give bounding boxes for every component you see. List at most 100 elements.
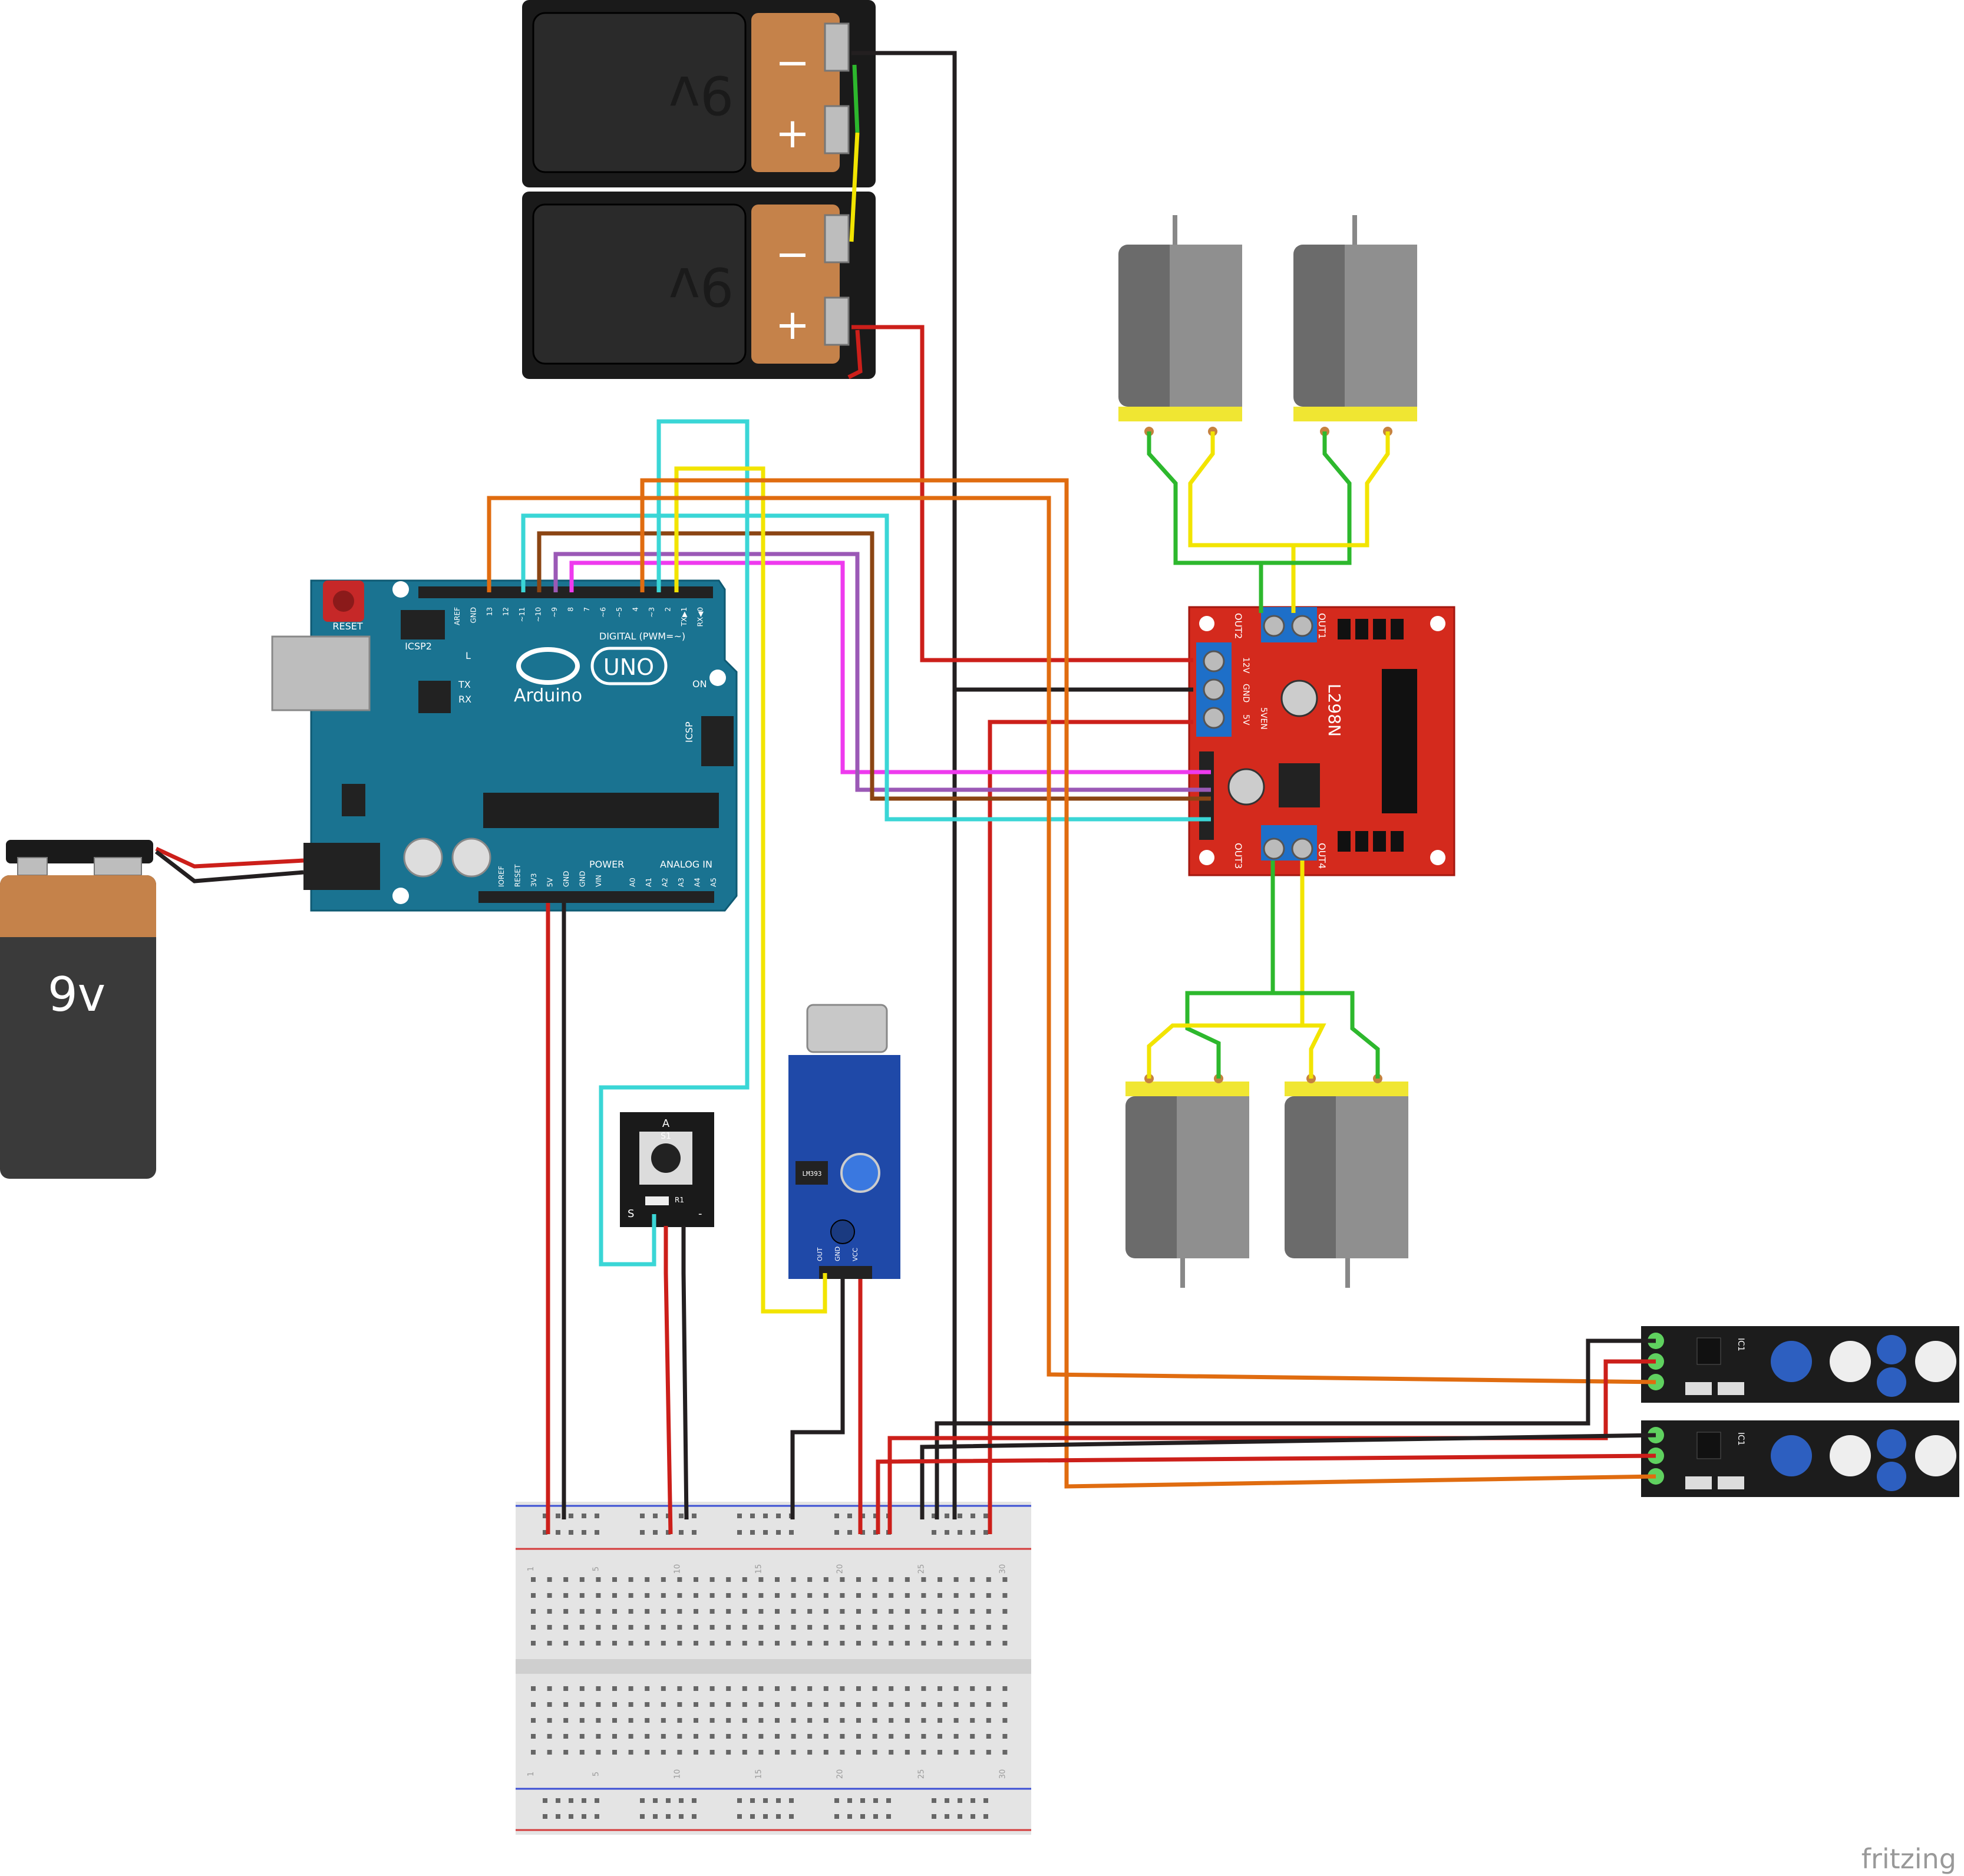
breadboard-hole — [750, 1814, 755, 1819]
breadboard-hole — [758, 1686, 764, 1691]
breadboard-hole — [677, 1641, 682, 1646]
breadboard-hole — [932, 1814, 936, 1819]
breadboard-col-number: 15 — [754, 1564, 763, 1574]
breadboard-hole — [531, 1718, 536, 1723]
wire-motor-tr-yellow — [1293, 431, 1390, 548]
breadboard-col-number: 10 — [673, 1564, 682, 1574]
wire-yellow-sound — [674, 466, 827, 1314]
arduino-pin-label: ~5 — [615, 607, 623, 618]
arduino-pin-label: ~3 — [648, 607, 656, 618]
wire-battery-series — [849, 132, 860, 242]
breadboard-hole — [531, 1686, 536, 1691]
breadboard-hole — [661, 1686, 666, 1691]
breadboard-hole — [889, 1625, 894, 1630]
breadboard-hole — [563, 1625, 569, 1630]
breadboard-hole — [776, 1798, 781, 1803]
arduino-pin-label: ~11 — [518, 607, 526, 622]
wire-battery-red-short — [847, 329, 863, 380]
breadboard-hole — [595, 1514, 599, 1518]
wire-sensor1-v — [887, 1359, 1656, 1534]
breadboard-hole — [921, 1686, 926, 1691]
breadboard-hole — [569, 1814, 573, 1819]
breadboard-hole — [986, 1641, 991, 1646]
breadboard-hole — [872, 1718, 877, 1723]
breadboard-hole — [872, 1641, 877, 1646]
breadboard-holes — [531, 1514, 1008, 1819]
breadboard-hole — [677, 1577, 682, 1582]
breadboard-hole — [679, 1798, 684, 1803]
breadboard-hole — [547, 1625, 552, 1630]
breadboard-hole — [834, 1798, 839, 1803]
breadboard-hole — [628, 1609, 633, 1614]
breadboard-hole — [666, 1798, 671, 1803]
breadboard-col-number: 30 — [998, 1564, 1007, 1574]
breadboard-hole — [640, 1798, 645, 1803]
breadboard-hole — [531, 1609, 536, 1614]
breadboard-hole — [791, 1718, 796, 1723]
breadboard-hole — [582, 1530, 586, 1535]
wire-motor-bl-yellow — [1147, 860, 1305, 1079]
breadboard-hole — [1002, 1593, 1008, 1598]
arduino-pin-label: RESET — [514, 864, 522, 887]
breadboard-hole — [763, 1530, 768, 1535]
breadboard-hole — [775, 1734, 780, 1739]
breadboard-hole — [640, 1814, 645, 1819]
breadboard-hole — [742, 1718, 747, 1723]
breadboard-hole — [763, 1514, 768, 1518]
arduino-pin-label: IOREF — [497, 866, 506, 887]
breadboard-hole — [709, 1641, 715, 1646]
breadboard-hole — [709, 1609, 715, 1614]
breadboard-hole — [742, 1609, 747, 1614]
breadboard-hole — [531, 1734, 536, 1739]
breadboard-hole — [886, 1798, 891, 1803]
breadboard-hole — [856, 1609, 861, 1614]
breadboard-hole — [750, 1530, 755, 1535]
breadboard-hole — [1002, 1641, 1008, 1646]
breadboard-hole — [692, 1530, 697, 1535]
breadboard-hole — [856, 1718, 861, 1723]
breadboard-hole — [547, 1718, 552, 1723]
breadboard-hole — [776, 1514, 781, 1518]
l298n-out2: OUT2 — [1233, 613, 1244, 639]
breadboard-hole — [563, 1734, 569, 1739]
arduino-pin-label: GND — [562, 871, 570, 887]
breadboard-hole — [1002, 1609, 1008, 1614]
breadboard-hole — [595, 1814, 599, 1819]
motor-top-right — [1293, 215, 1417, 436]
breadboard-hole — [547, 1750, 552, 1755]
breadboard-hole — [840, 1686, 845, 1691]
breadboard-hole — [823, 1609, 828, 1614]
breadboard-hole — [628, 1750, 633, 1755]
breadboard-hole — [750, 1798, 755, 1803]
breadboard-hole — [612, 1641, 617, 1646]
breadboard-hole — [807, 1750, 813, 1755]
battery-middle-label: 9v — [669, 255, 734, 317]
breadboard-hole — [596, 1641, 601, 1646]
breadboard-hole — [612, 1702, 617, 1707]
breadboard-hole — [709, 1625, 715, 1630]
breadboard-hole — [971, 1514, 975, 1518]
breadboard-hole — [596, 1702, 601, 1707]
arduino-pin-label: A2 — [661, 878, 669, 887]
breadboard-hole — [775, 1593, 780, 1598]
button-s1-label: S1 — [661, 1132, 671, 1141]
breadboard-hole — [873, 1798, 878, 1803]
arduino-pin-label: AREF — [453, 607, 461, 625]
breadboard-hole — [1002, 1686, 1008, 1691]
wire-battery-red — [851, 325, 1193, 662]
breadboard-hole — [645, 1625, 650, 1630]
breadboard-hole — [709, 1734, 715, 1739]
breadboard-hole — [823, 1593, 828, 1598]
wire-driver-5v — [988, 720, 1193, 1534]
arduino-rx-label: RX — [458, 694, 471, 705]
breadboard-hole — [563, 1593, 569, 1598]
l298n-12v: 12V — [1241, 657, 1250, 674]
breadboard-hole — [970, 1625, 975, 1630]
button-r1-label: R1 — [675, 1196, 684, 1204]
breadboard-hole — [679, 1814, 684, 1819]
breadboard-hole — [834, 1814, 839, 1819]
breadboard-hole — [889, 1734, 894, 1739]
breadboard-hole — [645, 1718, 650, 1723]
breadboard-hole — [986, 1750, 991, 1755]
arduino-pin-label: 2 — [664, 607, 672, 612]
